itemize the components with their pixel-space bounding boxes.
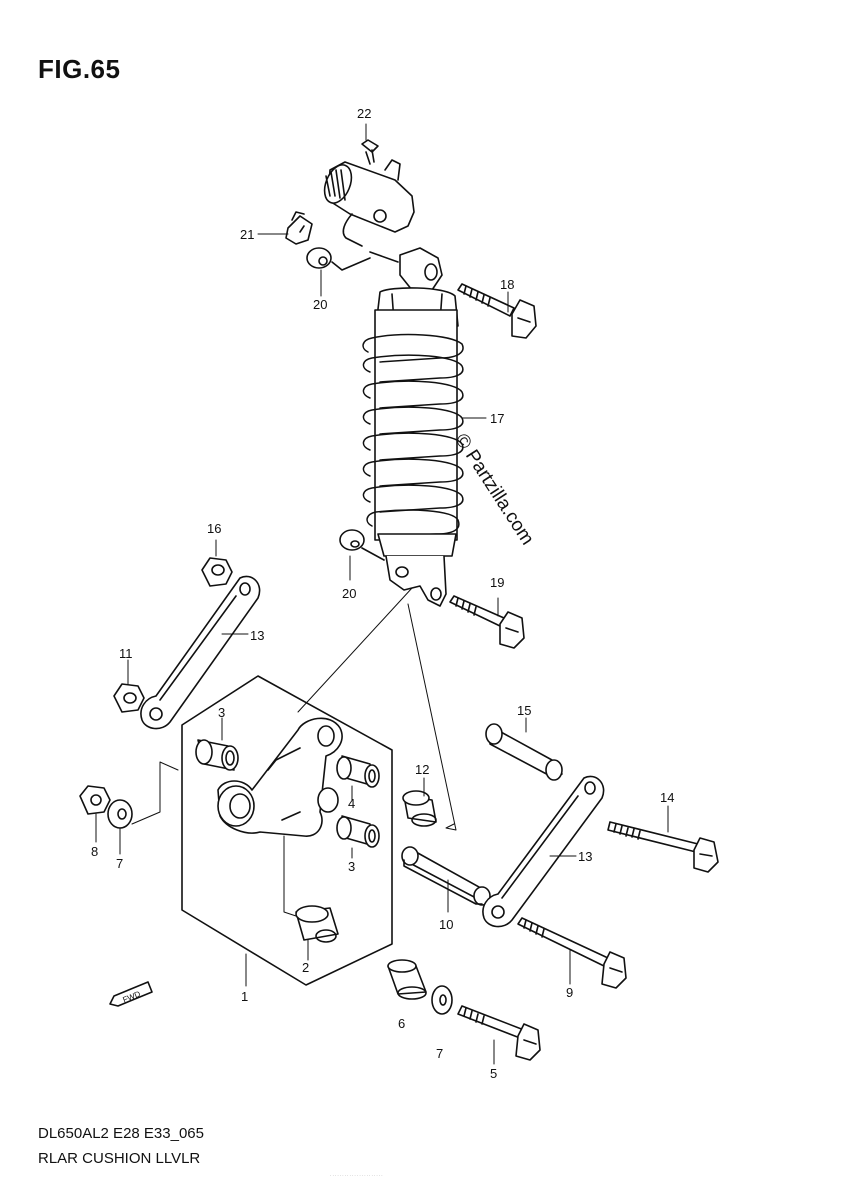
shock-top-eye — [369, 247, 443, 291]
callout: 12 — [415, 762, 429, 777]
callout: 6 — [398, 1016, 405, 1031]
bolt-5 — [457, 1005, 541, 1061]
bolt-19 — [449, 595, 525, 649]
callout: 2 — [302, 960, 309, 975]
spacer-15 — [485, 723, 563, 781]
callout: 19 — [490, 575, 504, 590]
callout: 7 — [436, 1046, 443, 1061]
callout: 3 — [348, 859, 355, 874]
bolt-14 — [607, 821, 719, 873]
callout: 20 — [342, 586, 356, 601]
callout: 7 — [116, 856, 123, 871]
callout: 13 — [578, 849, 592, 864]
callout: 17 — [490, 411, 504, 426]
washer-20-top — [306, 247, 371, 271]
bushing-6 — [387, 959, 427, 1000]
washer-7-right — [431, 985, 453, 1015]
forward-arrow-icon: FWD — [109, 981, 153, 1007]
cushion-lever — [217, 717, 343, 837]
callout: 3 — [218, 705, 225, 720]
leader-lines — [95, 123, 669, 1065]
callout: 9 — [566, 985, 573, 1000]
callout: 18 — [500, 277, 514, 292]
cushion-rod-13-lower — [482, 775, 605, 928]
diagram-name: RLAR CUSHION LLVLR — [38, 1150, 201, 1167]
screw-22 — [361, 139, 379, 165]
callout: 1 — [241, 989, 248, 1004]
washer-20-bottom — [339, 529, 385, 561]
callout: 13 — [250, 628, 264, 643]
bolt-18 — [457, 283, 537, 339]
callout: 20 — [313, 297, 327, 312]
nut-16 — [201, 557, 233, 587]
rear-shock-absorber — [285, 139, 464, 607]
callout: 22 — [357, 106, 371, 121]
bushing-3-lower — [336, 815, 380, 848]
copyright-fine-print: · · · · · · · · · · · · · · · · · · · · … — [330, 1173, 383, 1178]
bushing-12 — [402, 790, 437, 827]
callout-numbers: 22 21 20 18 17 16 20 19 13 11 3 4 3 8 7 … — [91, 106, 674, 1081]
callout: 10 — [439, 917, 453, 932]
reservoir — [323, 159, 415, 247]
bushing-4 — [336, 755, 380, 788]
callout: 15 — [517, 703, 531, 718]
nut-8 — [79, 785, 111, 815]
washer-7-left — [107, 799, 133, 829]
nut-11 — [113, 683, 145, 713]
cushion-rod-13-upper — [140, 575, 261, 730]
callout: 5 — [490, 1066, 497, 1081]
callout: 21 — [240, 227, 254, 242]
diagram-code: DL650AL2 E28 E33_065 — [38, 1125, 204, 1142]
bushing-3-upper — [195, 739, 239, 771]
bolt-9 — [517, 917, 627, 989]
callout: 8 — [91, 844, 98, 859]
coil-spring — [362, 333, 464, 537]
bushing-2 — [295, 905, 339, 943]
figure-title: FIG.65 — [38, 54, 121, 84]
callout: 14 — [660, 790, 674, 805]
clamp-21 — [285, 211, 313, 245]
callout: 16 — [207, 521, 221, 536]
callout: 4 — [348, 796, 355, 811]
spacer-10 — [401, 846, 491, 906]
callout: 11 — [119, 646, 133, 661]
